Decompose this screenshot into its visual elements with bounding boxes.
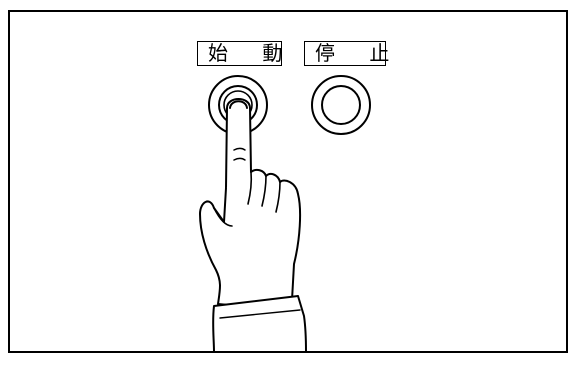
start-label: 始 動 bbox=[197, 41, 282, 66]
pointing-hand-icon bbox=[199, 98, 307, 353]
stop-button-icon bbox=[311, 75, 371, 135]
stop-label: 停 止 bbox=[304, 41, 389, 66]
